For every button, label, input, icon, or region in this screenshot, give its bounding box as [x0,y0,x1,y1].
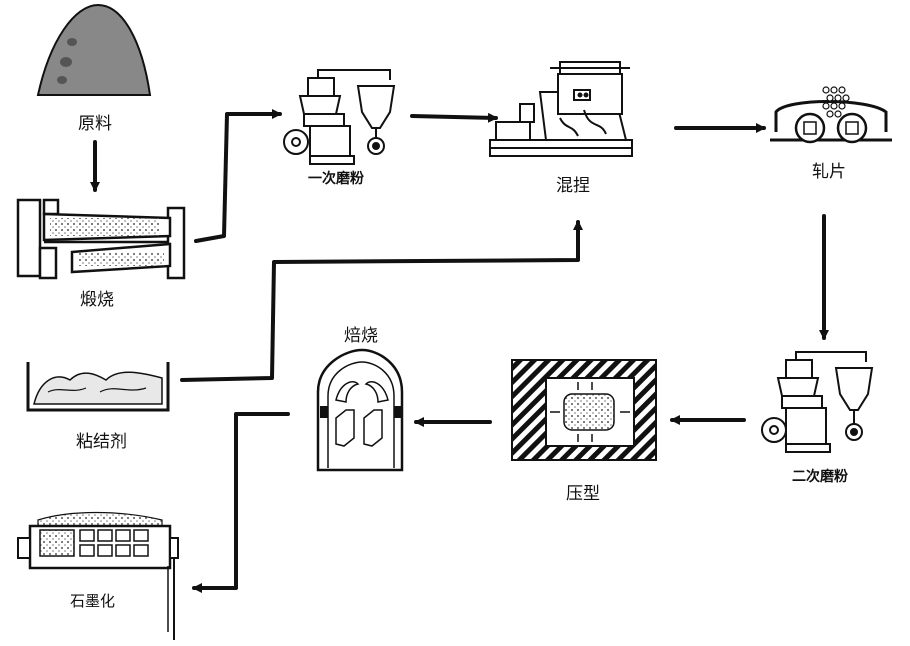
label-raw: 原料 [78,114,112,134]
primary-mill-icon [283,69,396,165]
arrow-mill1-to-knead [410,112,498,123]
flow-arrows [90,109,829,593]
label-mill1: 一次磨粉 [308,171,364,187]
label-mill2: 二次磨粉 [792,469,848,485]
raw-material-heap-icon [36,3,152,96]
baking-furnace-icon [316,348,404,472]
arrow-bake-to-graphitize [192,412,290,593]
kneading-machine-icon [489,61,633,157]
label-bake: 焙烧 [344,326,378,346]
label-press: 压型 [566,484,600,504]
rolling-machine-icon [770,86,892,144]
arrow-binder-to-knead [180,220,583,382]
label-graphitize: 石墨化 [70,592,116,610]
label-roll: 轧片 [812,162,846,182]
label-calcine: 煅烧 [80,290,114,310]
arrow-calcine-to-mill1 [194,109,282,243]
press-mold-icon [511,359,657,461]
binder-tray-icon [26,362,170,412]
calcining-kiln-icon [16,198,186,280]
graphitization-furnace-icon [17,511,179,640]
label-knead: 混捏 [556,176,590,196]
secondary-mill-icon [761,351,874,453]
label-binder: 粘结剂 [76,432,127,452]
